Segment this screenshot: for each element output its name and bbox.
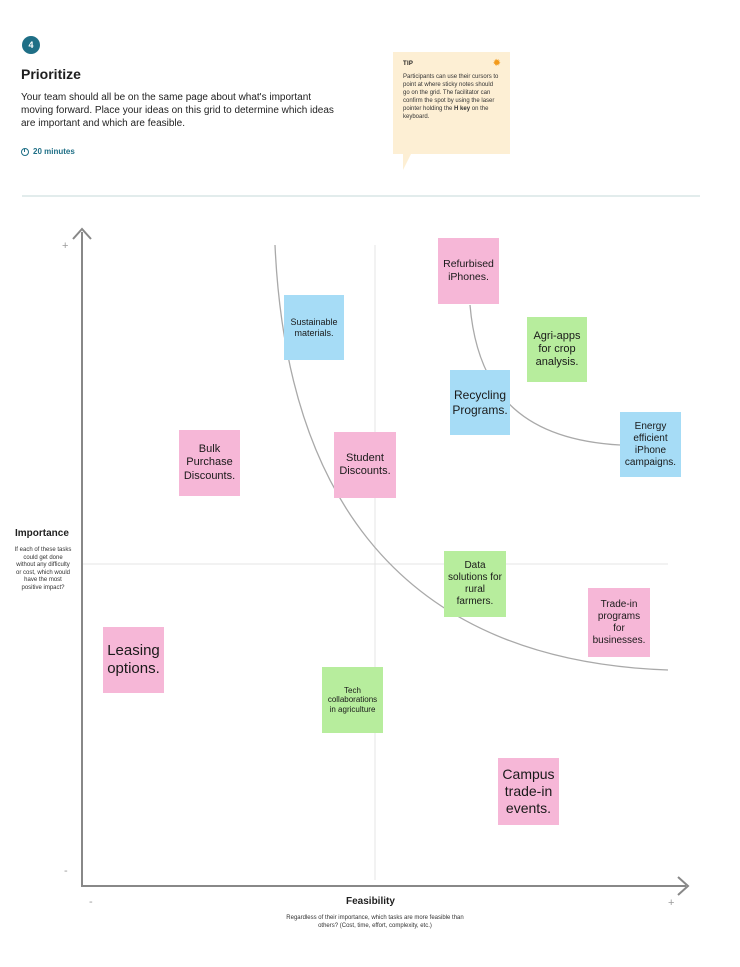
x-axis-label: Feasibility	[346, 896, 395, 907]
y-axis-plus-sign: +	[62, 240, 69, 252]
tip-callout: TIP ✹ Participants can use their cursors…	[393, 52, 510, 170]
section-divider	[22, 195, 700, 197]
sticky-note-student-discounts[interactable]: Student Discounts.	[334, 432, 396, 498]
sticky-note-trade-in-business[interactable]: Trade-in programs for businesses.	[588, 588, 650, 657]
y-axis-subtitle: If each of these tasks could get done wi…	[14, 547, 72, 591]
y-axis-label: Importance	[15, 528, 69, 539]
sticky-note-sustainable-materials[interactable]: Sustainable materials.	[284, 295, 344, 360]
sticky-note-bulk-purchase-discounts[interactable]: Bulk Purchase Discounts.	[179, 430, 240, 496]
sticky-note-data-solutions[interactable]: Data solutions for rural farmers.	[444, 551, 506, 617]
sticky-note-energy-efficient-campaigns[interactable]: Energy efficient iPhone campaigns.	[620, 412, 681, 477]
timer-icon	[21, 147, 29, 156]
x-axis-subtitle: Regardless of their importance, which ta…	[286, 915, 464, 929]
x-axis-plus-sign: +	[668, 897, 675, 909]
sticky-note-recycling-programs[interactable]: Recycling Programs.	[450, 370, 510, 435]
step-number-badge: 4	[22, 36, 40, 54]
sticky-note-campus-trade-in[interactable]: Campus trade-in events.	[498, 758, 559, 825]
duration-indicator: 20 minutes	[21, 147, 75, 156]
tip-key: H key	[454, 106, 471, 112]
connector-curve	[469, 304, 621, 446]
y-axis-minus-sign: -	[64, 865, 68, 877]
sticky-note-refurbished-iphones[interactable]: Refurbised iPhones.	[438, 238, 499, 304]
x-axis-minus-sign: -	[89, 896, 93, 908]
duration-text: 20 minutes	[33, 147, 75, 156]
lightbulb-icon: ✹	[492, 58, 501, 69]
tip-text: Participants can use their cursors to po…	[403, 74, 499, 120]
sticky-note-leasing-options[interactable]: Leasing options.	[103, 627, 164, 693]
y-axis-arrow	[72, 227, 92, 240]
section-description: Your team should all be on the same page…	[21, 92, 334, 129]
x-axis-arrow	[677, 876, 690, 896]
tip-label: TIP	[403, 61, 414, 67]
sticky-note-agri-apps[interactable]: Agri-apps for crop analysis.	[527, 317, 587, 382]
sticky-note-tech-collaborations[interactable]: Tech collaborations in agriculture	[322, 667, 383, 733]
page-title: Prioritize	[21, 66, 81, 82]
